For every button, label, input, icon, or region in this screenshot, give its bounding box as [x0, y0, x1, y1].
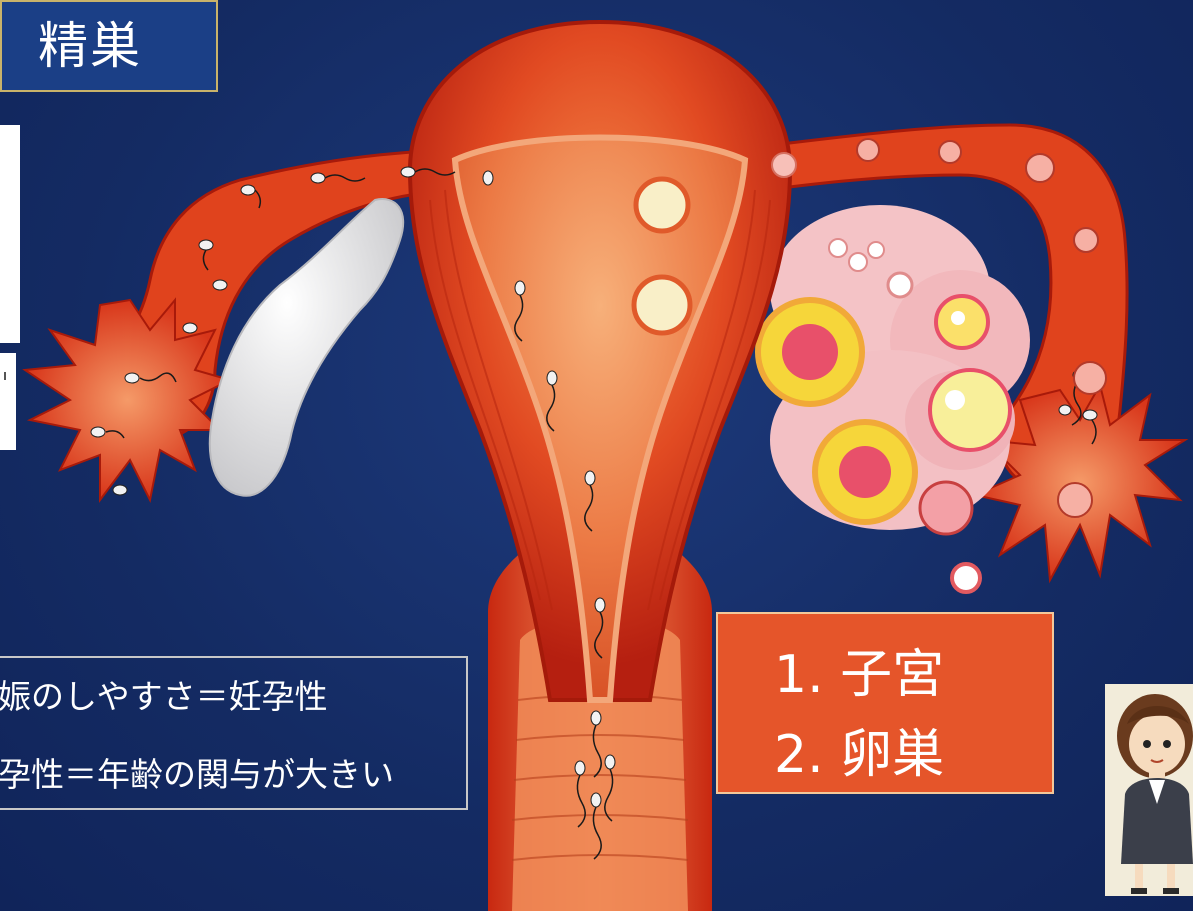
- label-item-uterus: 1. 子宮: [774, 632, 944, 707]
- side-panel-mark: [4, 372, 6, 380]
- note-box: 娠のしやすさ＝妊孕性 孕性＝年齢の関与が大きい: [0, 656, 468, 810]
- woman-icon: [1105, 684, 1193, 896]
- note-line-2: 孕性＝年齢の関与が大きい: [0, 748, 394, 796]
- right-ovary: [758, 205, 1030, 592]
- note-line-1: 娠のしやすさ＝妊孕性: [0, 670, 328, 718]
- organ-label-box: 1. 子宮 2. 卵巣: [716, 612, 1054, 794]
- presenter-avatar: [1105, 684, 1193, 896]
- page-title: 精巣: [0, 0, 218, 92]
- side-panel-top: [0, 125, 20, 343]
- label-item-ovary: 2. 卵巣: [774, 712, 944, 787]
- side-panel-bottom: [0, 353, 16, 450]
